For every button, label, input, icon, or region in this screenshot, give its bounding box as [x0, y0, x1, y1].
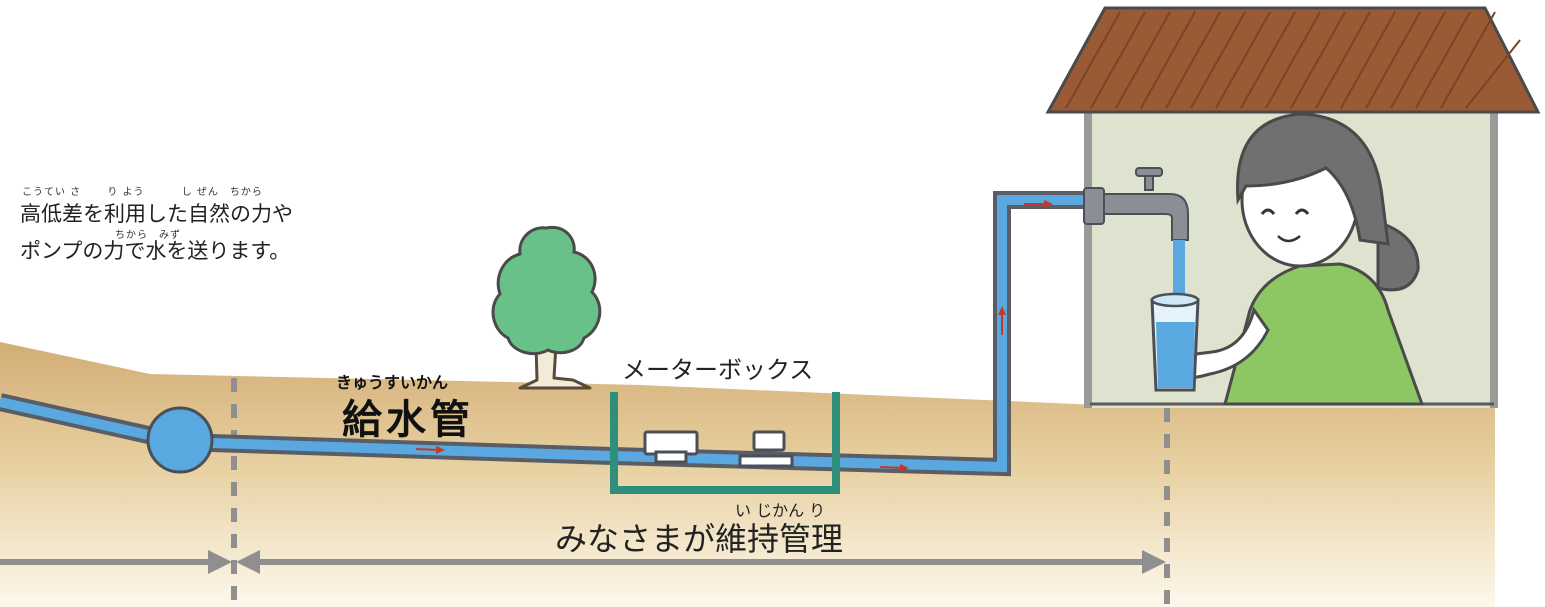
glass-icon — [1150, 292, 1200, 392]
description-ruby-line2: ちから みず — [115, 230, 181, 241]
girl-icon — [1158, 112, 1425, 406]
range-arrow-private — [236, 550, 1166, 574]
meter-icon — [643, 430, 794, 468]
faucet-icon — [1083, 167, 1189, 241]
pipe-label-ruby: きゅうすいかん — [336, 373, 449, 392]
meter-box — [610, 392, 840, 494]
tree-icon — [491, 225, 602, 390]
maintenance-label: みなさまが維持管理 — [555, 520, 844, 558]
valve-icon — [146, 406, 214, 474]
ground — [0, 342, 1495, 607]
description-ruby-line1: こうてい さ り よう し ぜん ちから — [22, 187, 263, 198]
meter-box-label: メーターボックス — [622, 356, 814, 384]
range-arrow-public — [0, 550, 232, 574]
flow-arrow-icon — [415, 200, 1053, 472]
water-stream — [1173, 240, 1185, 310]
maintenance-ruby: い じかん り — [735, 501, 826, 520]
description-line1: 高低差を利用した自然の力や — [20, 202, 293, 226]
description-line2: ポンプの力で水を送ります。 — [20, 239, 291, 263]
pipe-label: 給水管 — [342, 397, 474, 443]
